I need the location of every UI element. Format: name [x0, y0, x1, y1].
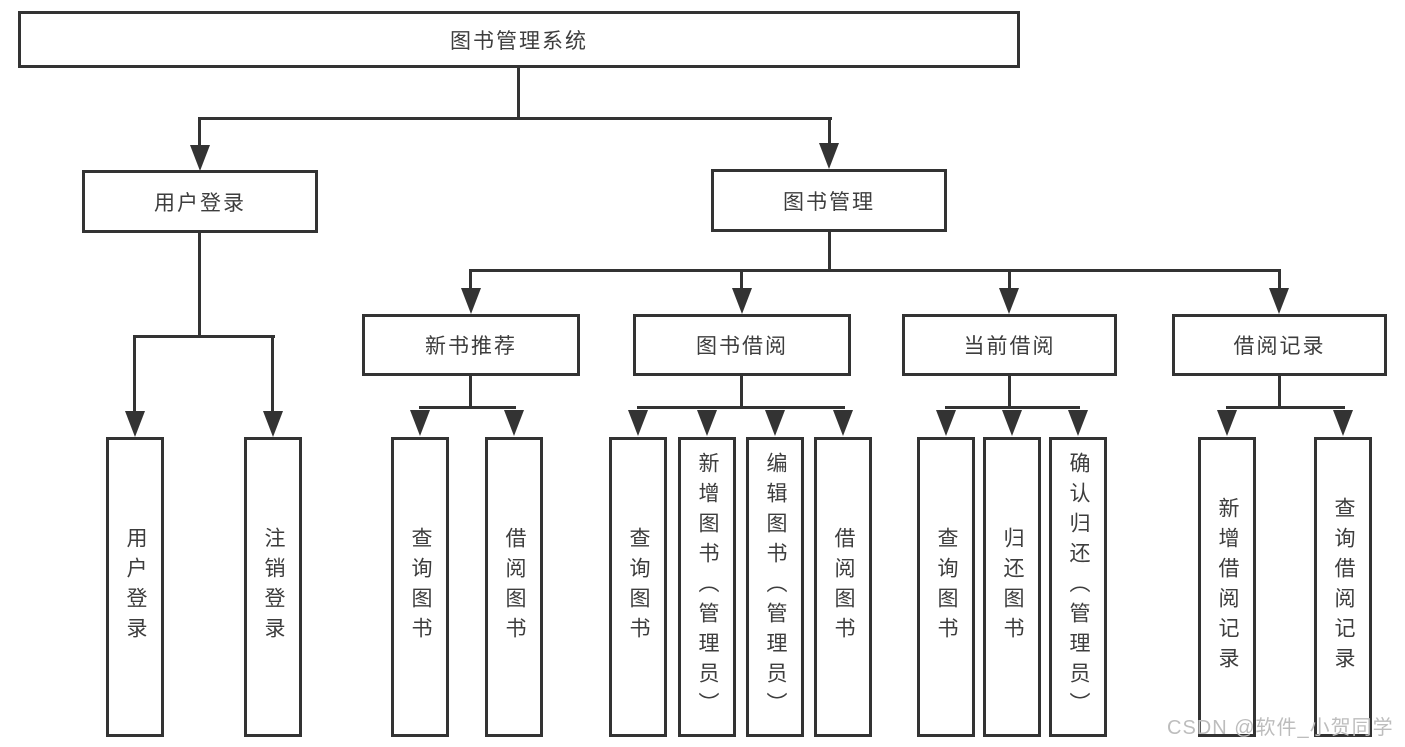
leaf-query-borrow-record: 查询借阅记录	[1314, 437, 1372, 737]
arrow-down-icon	[765, 410, 785, 436]
arrow-down-icon	[833, 410, 853, 436]
leaf-query-books-recommend: 查询图书	[391, 437, 449, 737]
node-user-login: 用户登录	[82, 170, 318, 233]
connector-line	[517, 67, 520, 120]
connector-line	[1226, 406, 1345, 409]
arrow-down-icon	[732, 288, 752, 314]
node-current-borrowing: 当前借阅	[902, 314, 1117, 376]
connector-line	[469, 375, 472, 408]
arrow-down-icon	[999, 288, 1019, 314]
leaf-logout: 注销登录	[244, 437, 302, 737]
connector-line	[198, 117, 201, 147]
leaf-query-books-current: 查询图书	[917, 437, 975, 737]
connector-line	[740, 375, 743, 408]
leaf-add-borrow-record: 新增借阅记录	[1198, 437, 1256, 737]
connector-line	[945, 406, 1080, 409]
arrow-down-icon	[628, 410, 648, 436]
arrow-down-icon	[263, 411, 283, 437]
connector-line	[133, 335, 136, 413]
connector-line	[198, 117, 832, 120]
leaf-add-books-admin: 新增图书（管理员）	[678, 437, 736, 737]
connector-line	[1278, 271, 1281, 290]
arrow-down-icon	[936, 410, 956, 436]
connector-line	[419, 406, 516, 409]
arrow-down-icon	[461, 288, 481, 314]
connector-line	[740, 271, 743, 290]
watermark: CSDN @软件_小贺同学	[1167, 717, 1394, 739]
connector-line	[271, 335, 274, 413]
connector-line	[828, 117, 831, 146]
node-new-book-recommendation: 新书推荐	[362, 314, 580, 376]
connector-line	[133, 335, 275, 338]
leaf-edit-books-admin: 编辑图书（管理员）	[746, 437, 804, 737]
arrow-down-icon	[190, 145, 210, 171]
connector-line	[637, 406, 845, 409]
node-root: 图书管理系统	[18, 11, 1020, 68]
arrow-down-icon	[697, 410, 717, 436]
node-book-management: 图书管理	[711, 169, 947, 232]
connector-line	[198, 232, 201, 336]
leaf-borrow-books: 借阅图书	[814, 437, 872, 737]
arrow-down-icon	[819, 143, 839, 169]
leaf-return-books: 归还图书	[983, 437, 1041, 737]
arrow-down-icon	[1002, 410, 1022, 436]
connector-line	[1008, 271, 1011, 290]
connector-line	[1278, 375, 1281, 408]
arrow-down-icon	[1333, 410, 1353, 436]
arrow-down-icon	[1269, 288, 1289, 314]
arrow-down-icon	[125, 411, 145, 437]
leaf-confirm-return-admin: 确认归还（管理员）	[1049, 437, 1107, 737]
leaf-borrow-books-recommend: 借阅图书	[485, 437, 543, 737]
connector-line	[469, 271, 472, 290]
node-borrowing-records: 借阅记录	[1172, 314, 1387, 376]
leaf-query-books-borrow: 查询图书	[609, 437, 667, 737]
connector-line	[828, 231, 831, 272]
connector-line	[1008, 375, 1011, 408]
connector-line	[469, 269, 1281, 272]
arrow-down-icon	[1217, 410, 1237, 436]
arrow-down-icon	[504, 410, 524, 436]
arrow-down-icon	[1068, 410, 1088, 436]
leaf-user-login: 用户登录	[106, 437, 164, 737]
node-book-borrowing: 图书借阅	[633, 314, 851, 376]
arrow-down-icon	[410, 410, 430, 436]
